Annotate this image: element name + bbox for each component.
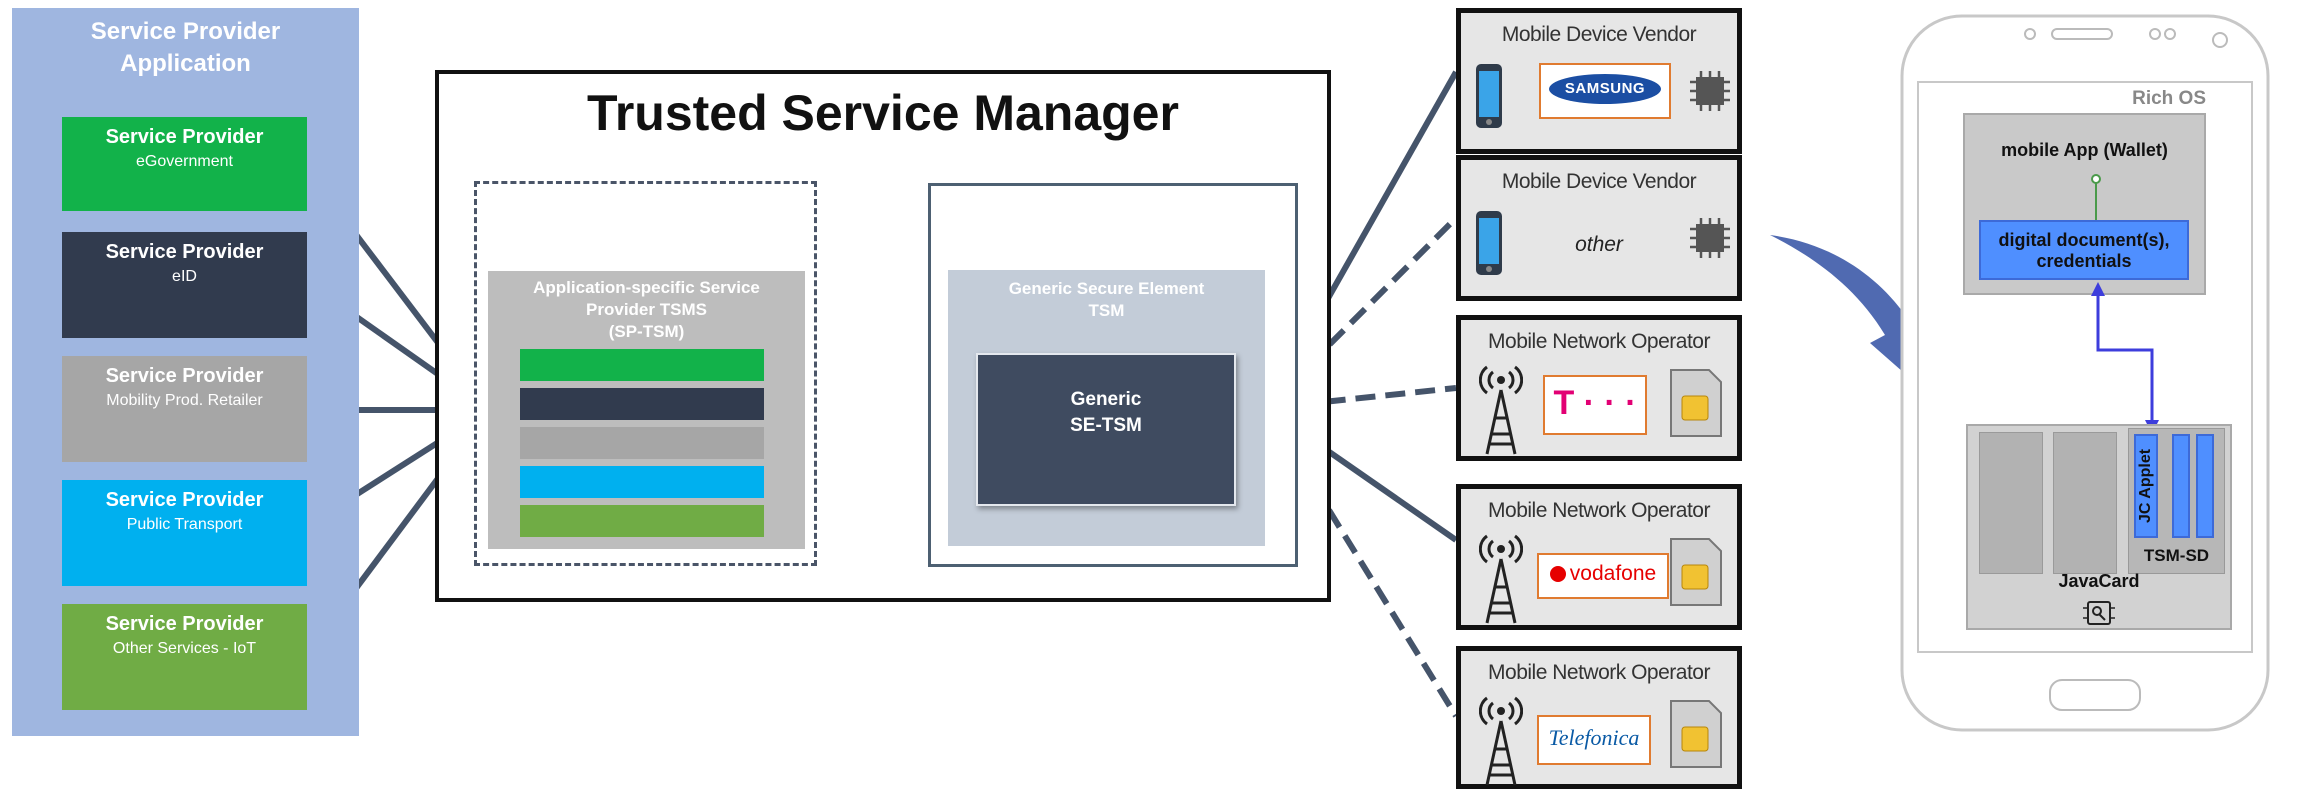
provider-title: Service Provider [105, 126, 264, 148]
samsung-logo-text: SAMSUNG [1549, 74, 1661, 104]
cell-tower-icon [1479, 365, 1523, 455]
generic-se-tsm-line1: Generic [1070, 389, 1142, 410]
sp-tsm-label: Application-specific Service Provider TS… [488, 277, 805, 343]
sp-tsm-label-line3: (SP-TSM) [608, 322, 685, 341]
partner-box-vodafone: Mobile Network Operator vodafone [1456, 484, 1742, 630]
provider-subtitle: eGovernment [136, 153, 233, 170]
se-tsm-label: Generic Secure Element TSM [948, 278, 1265, 322]
partner-title: Mobile Network Operator [1488, 661, 1710, 684]
cell-tower-icon [1479, 534, 1523, 624]
se-tsm-label-line2: TSM [1088, 301, 1125, 320]
jc-applet-label: JC Applet [2137, 448, 2154, 523]
provider-title: Service Provider [105, 613, 264, 635]
jc-applet-label-wrap: JC Applet [2137, 448, 2154, 523]
vodafone-logo: vodafone [1537, 553, 1669, 599]
smartphone-icon [1476, 211, 1502, 275]
sp-tsm-label-line1: Application-specific Service [533, 278, 760, 297]
jc-applet-bar [2134, 434, 2158, 538]
service-provider-eid: Service Provider eID [62, 232, 307, 338]
javacard-slot [1979, 432, 2043, 574]
generic-se-tsm-line2: SE-TSM [1070, 415, 1142, 436]
partner-box-telekom: Mobile Network Operator T · · · [1456, 315, 1742, 461]
panel-title-line1: Service Provider [90, 18, 281, 45]
sp-tsm-boundary [474, 181, 817, 566]
applet-bar [2172, 434, 2190, 538]
provider-title: Service Provider [105, 489, 264, 511]
provider-title: Service Provider [105, 365, 264, 387]
partner-title: Mobile Device Vendor [1501, 23, 1697, 46]
service-provider-egovernment: Service Provider eGovernment [62, 117, 307, 211]
sim-card-icon [1670, 538, 1722, 606]
partner-box-other-vendor: Mobile Device Vendor other [1456, 155, 1742, 301]
applet-bar [2196, 434, 2214, 538]
sp-tsm-stripe-eid [520, 388, 764, 420]
secure-chip-icon [2083, 601, 2115, 625]
tsm-sd-label: TSM-SD [2143, 546, 2210, 565]
partner-title: Mobile Network Operator [1488, 499, 1710, 522]
partner-title: Mobile Device Vendor [1501, 170, 1697, 193]
vodafone-logo-text: vodafone [1569, 562, 1657, 585]
digital-documents-line2: credentials [2036, 251, 2132, 271]
provider-subtitle: Public Transport [126, 516, 243, 533]
sp-tsm-label-line2: Provider TSMS [586, 300, 707, 319]
big-arrow-icon [1770, 235, 1935, 400]
sim-card-icon [1670, 700, 1722, 768]
javacard-label: JavaCard [2058, 571, 2140, 591]
rich-os-label: Rich OS [2132, 88, 2206, 109]
partner-box-samsung: Mobile Device Vendor SAMSUNG [1456, 8, 1742, 154]
wallet-app-label: mobile App (Wallet) [2001, 140, 2168, 160]
sp-tsm-stripe-iot [520, 505, 764, 537]
other-vendor-label: other [1575, 233, 1623, 256]
cell-tower-icon [1479, 696, 1523, 786]
provider-subtitle: eID [172, 268, 197, 285]
javacard-slot [2053, 432, 2117, 574]
chip-icon [1690, 218, 1730, 258]
se-tsm-frame [928, 183, 1298, 567]
service-provider-public-transport: Service Provider Public Transport [62, 480, 307, 586]
service-provider-iot: Service Provider Other Services - IoT [62, 604, 307, 710]
sp-tsm-stripe-egovernment [520, 349, 764, 381]
partner-title: Mobile Network Operator [1488, 330, 1710, 353]
samsung-logo: SAMSUNG [1539, 63, 1671, 119]
provider-title: Service Provider [105, 241, 264, 263]
partner-box-telefonica: Mobile Network Operator Telefonica [1456, 646, 1742, 789]
provider-subtitle: Mobility Prod. Retailer [106, 392, 263, 409]
tsm-title: Trusted Service Manager [587, 85, 1179, 141]
sim-card-icon [1670, 369, 1722, 437]
provider-subtitle: Other Services - IoT [112, 640, 257, 657]
telefonica-logo: Telefonica [1537, 715, 1651, 765]
smartphone-icon [1476, 64, 1502, 128]
panel-title-line2: Application [120, 50, 251, 77]
se-tsm-label-line1: Generic Secure Element [1008, 279, 1205, 298]
digital-documents-box: digital document(s), credentials [1979, 220, 2189, 280]
generic-se-tsm-box: Generic SE-TSM [976, 353, 1236, 506]
sp-tsm-stripe-public-transport [520, 466, 764, 498]
sp-tsm-stripe-mobility [520, 427, 764, 459]
telekom-logo: T · · · [1543, 375, 1647, 435]
chip-icon [1690, 71, 1730, 111]
digital-documents-line1: digital document(s), [1998, 230, 2170, 250]
service-provider-mobility: Service Provider Mobility Prod. Retailer [62, 356, 307, 462]
service-provider-panel-title: Service Provider Application [12, 16, 359, 80]
